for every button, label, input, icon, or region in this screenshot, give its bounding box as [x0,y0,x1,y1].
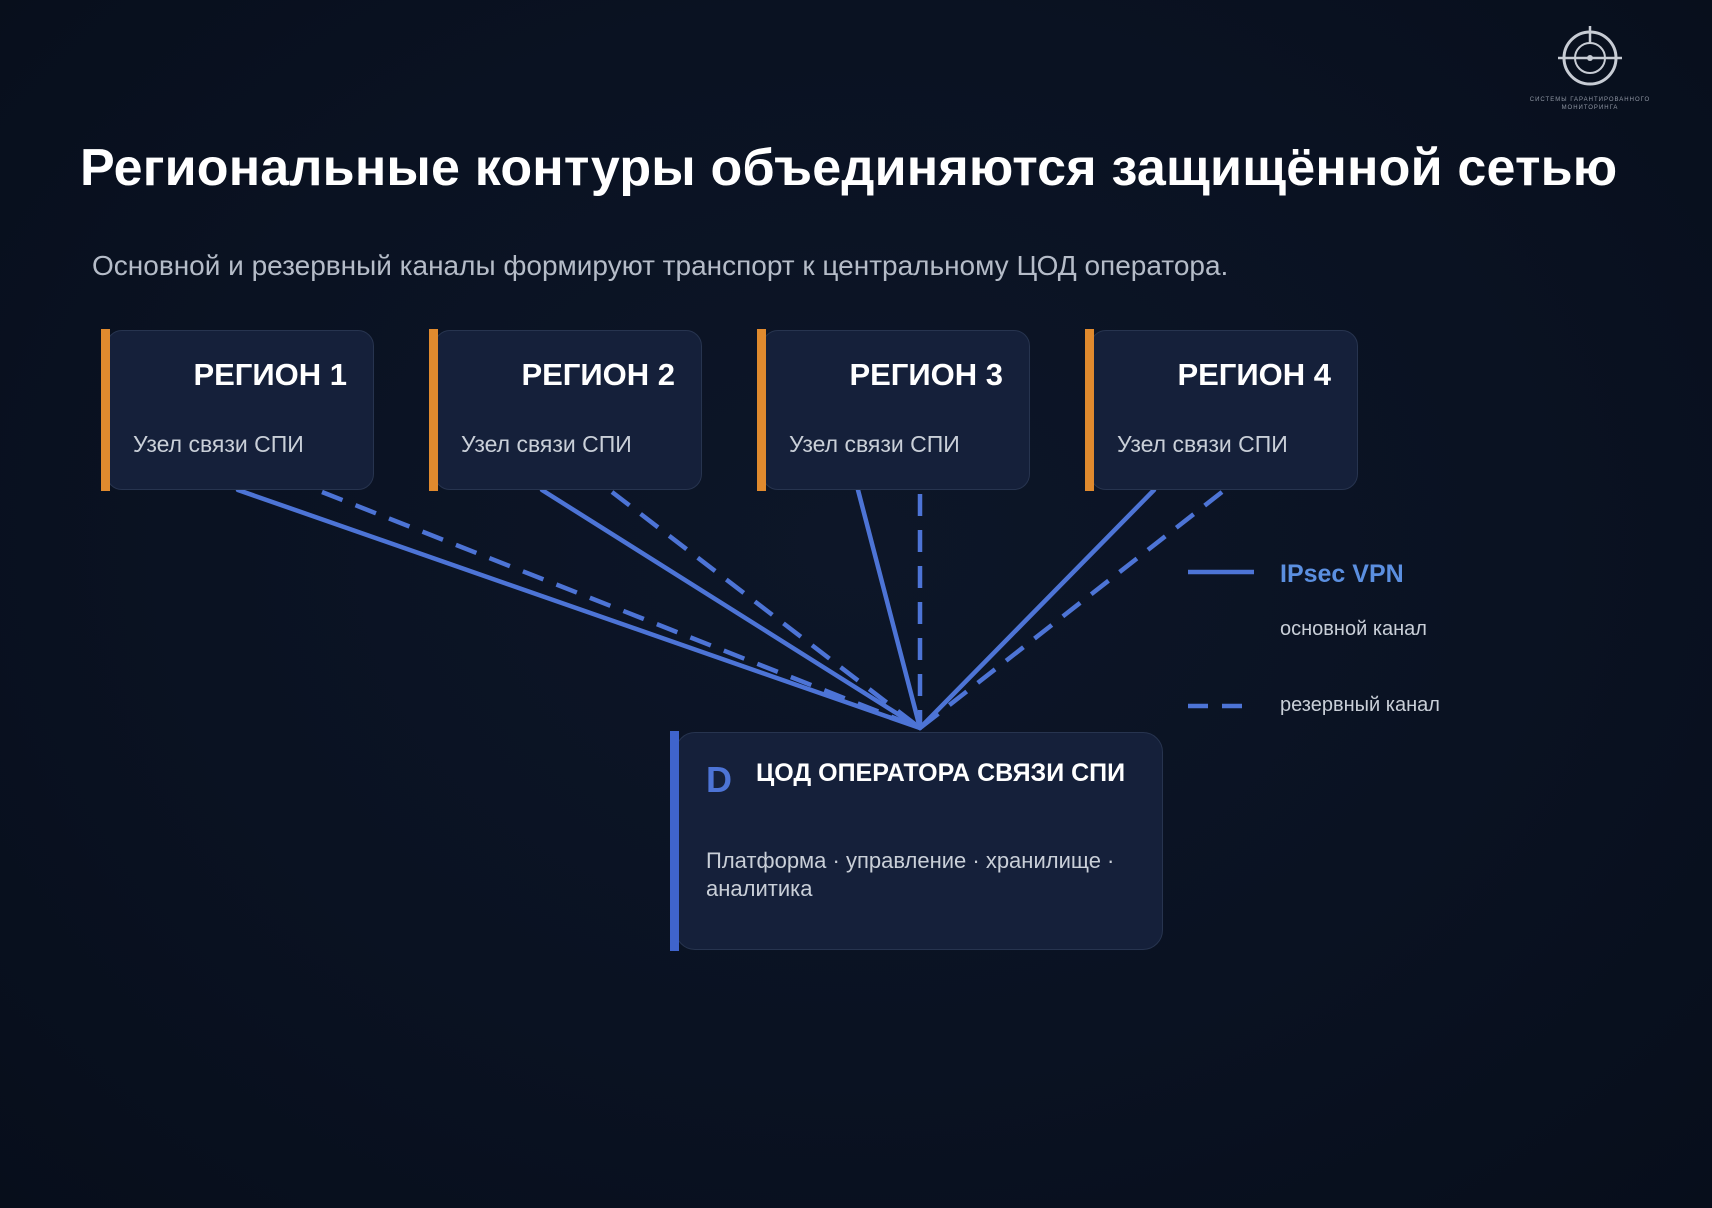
primary-link-region-1 [235,487,923,731]
region-title: РЕГИОН 4 [1177,357,1331,392]
legend-backup-channel-label: резервный канал [1280,694,1440,716]
backup-link-region-1 [321,489,921,731]
datacenter-card: D ЦОД ОПЕРАТОРА СВЯЗИ СПИ Платформа · уп… [670,731,1163,951]
region-subtitle: Узел связи СПИ [789,431,960,457]
datacenter-accent-bar [670,731,679,951]
region-card-2: РЕГИОН 2 Узел связи СПИ [429,329,702,491]
primary-link-region-2 [539,487,923,731]
region-subtitle: Узел связи СПИ [133,431,304,457]
region-card-1: РЕГИОН 1 Узел связи СПИ [101,329,374,491]
region-accent-bar [1085,329,1094,491]
region-subtitle: Узел связи СПИ [1117,431,1288,457]
primary-link-region-4 [917,487,1157,731]
legend-main-channel-label: основной канал [1280,618,1427,640]
datacenter-description: Платформа · управление · хранилище · ана… [706,848,1115,901]
legend-vpn-label: IPsec VPN [1280,560,1404,588]
region-title: РЕГИОН 3 [849,357,1003,392]
region-card-3: РЕГИОН 3 Узел связи СПИ [757,329,1030,491]
region-subtitle: Узел связи СПИ [461,431,632,457]
datacenter-letter: D [706,759,732,800]
region-accent-bar [101,329,110,491]
target-logo-icon [1558,26,1622,86]
page-title: Региональные контуры объединяются защищё… [80,139,1618,197]
region-card-4: РЕГИОН 4 Узел связи СПИ [1085,329,1358,491]
backup-link-region-2 [610,490,922,730]
primary-link-region-3 [855,487,923,731]
region-title: РЕГИОН 1 [193,357,347,392]
logo-caption: системы гарантированного мониторинга [1529,97,1651,111]
region-accent-bar [757,329,766,491]
datacenter-title: ЦОД ОПЕРАТОРА СВЯЗИ СПИ [756,759,1126,787]
page-subtitle: Основной и резервный каналы формируют тр… [92,250,1229,281]
region-accent-bar [429,329,438,491]
logo: системы гарантированного мониторинга [1510,22,1670,132]
region-title: РЕГИОН 2 [521,357,675,392]
backup-link-region-4 [918,490,1224,730]
